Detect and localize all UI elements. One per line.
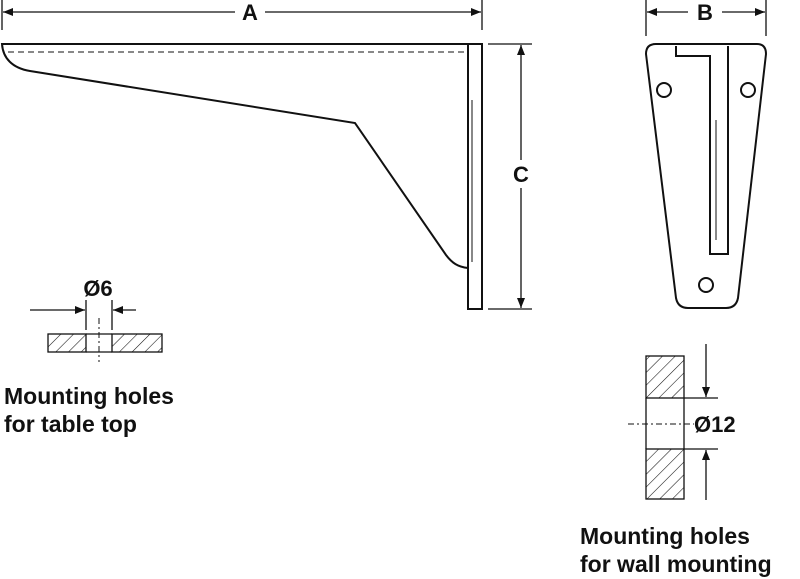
wall-hole-top-left <box>656 82 672 98</box>
bracket-wall-plate <box>467 43 483 310</box>
caption-wall-mounting: Mounting holes for wall mounting <box>580 522 772 578</box>
bracket-front-view <box>644 43 768 309</box>
bracket-side-view <box>0 43 483 310</box>
wall-hole-top-right <box>740 82 756 98</box>
dimension-c <box>488 43 532 310</box>
table-hole-section <box>47 318 163 362</box>
wall-hole-bottom <box>698 277 714 293</box>
caption-wall-mounting-line-1: Mounting holes <box>580 523 750 549</box>
dimension-wall-hole <box>684 344 718 500</box>
bracket-arm-profile <box>0 43 469 269</box>
caption-table-top-line-1: Mounting holes <box>4 383 174 409</box>
dimension-c-label: C <box>513 162 529 187</box>
caption-table-top: Mounting holes for table top <box>4 382 174 438</box>
caption-table-top-line-2: for table top <box>4 411 137 437</box>
bracket-front-outline <box>644 43 768 309</box>
dimension-a-label: A <box>242 0 258 25</box>
dimension-table-hole <box>30 300 136 330</box>
bracket-arm-edge <box>675 46 729 255</box>
table-hole-diameter-label: Ø6 <box>83 276 112 301</box>
dimension-b-label: B <box>697 0 713 25</box>
dimension-b <box>645 0 767 36</box>
wall-hole-diameter-label: Ø12 <box>694 412 736 437</box>
wall-hole-section <box>628 355 694 500</box>
dimension-a <box>1 0 483 30</box>
caption-wall-mounting-line-2: for wall mounting <box>580 551 772 577</box>
